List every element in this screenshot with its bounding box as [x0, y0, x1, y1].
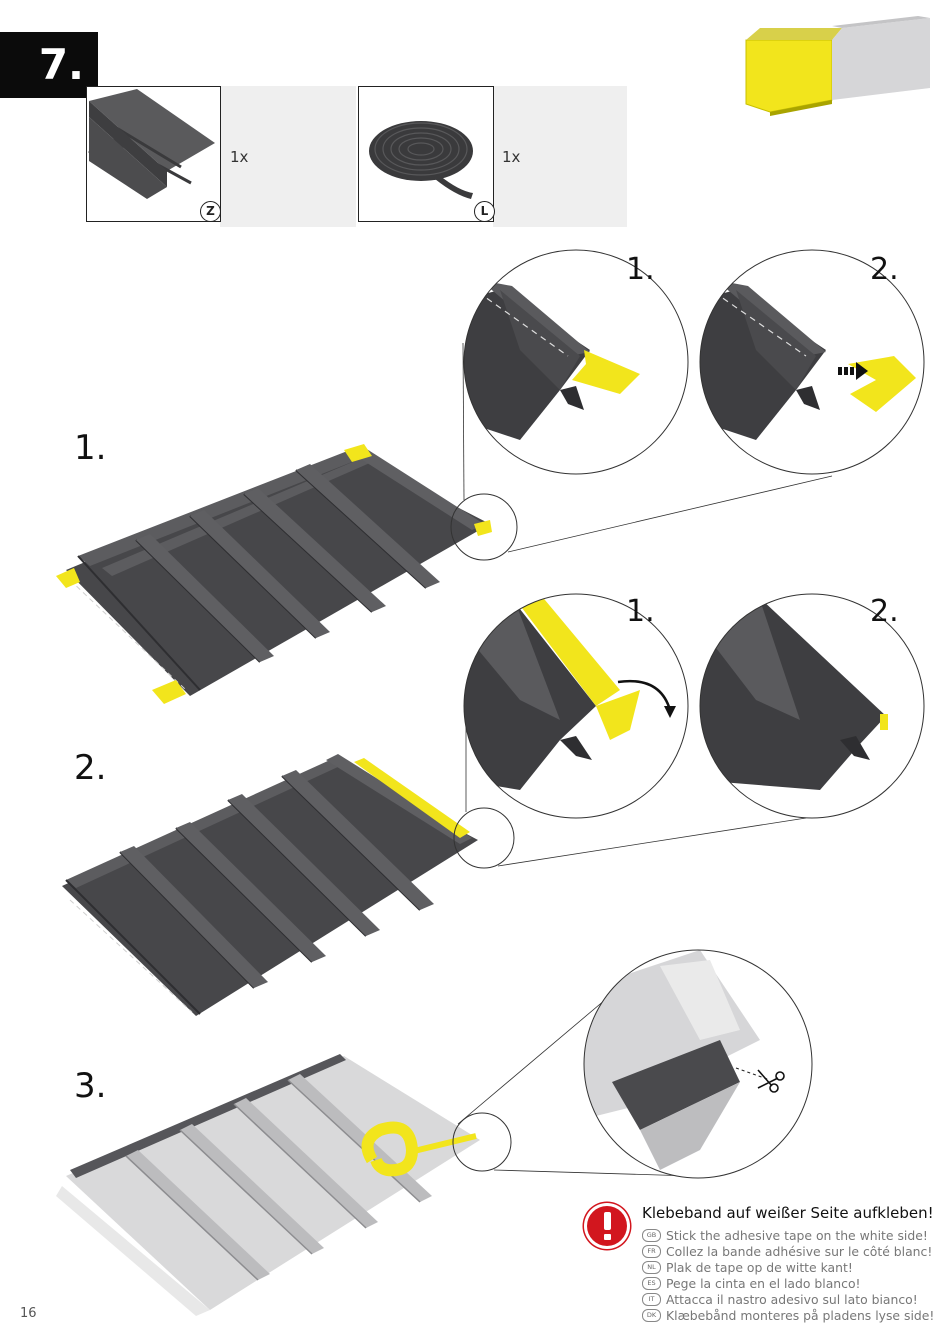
lang-code-it: IT — [642, 1293, 661, 1306]
lang-code-gb: GB — [642, 1229, 661, 1242]
scissors-icon — [757, 1069, 785, 1093]
lang-code-nl: NL — [642, 1261, 661, 1274]
zoom-1-label-1: 1. — [626, 252, 655, 287]
sheet-step-1 — [56, 342, 833, 704]
notice-text-dk: Klæbebånd monteres på pladens lyse side! — [666, 1308, 935, 1323]
sub-step-1-label: 1. — [74, 428, 107, 468]
part-l-box — [358, 86, 494, 222]
zoom-detail-2-1 — [464, 594, 688, 818]
zoom-detail-2-2 — [700, 594, 924, 818]
part-letter-z: Z — [200, 201, 221, 222]
notice-line-it: IT Attacca il nastro adesivo sul lato bi… — [642, 1292, 918, 1307]
part-z-box — [86, 86, 221, 222]
notice-line-es: ES Pege la cinta en el lado blanco! — [642, 1276, 861, 1291]
part-z-background — [220, 86, 356, 227]
step-number-badge: 7. — [0, 32, 98, 98]
sub-step-2-label: 2. — [74, 748, 107, 788]
sheet-step-3 — [56, 993, 693, 1316]
zoom-detail-1-2 — [700, 250, 924, 474]
zoom-2-label-2: 2. — [870, 594, 899, 629]
notice-line-gb: GB Stick the adhesive tape on the white … — [642, 1228, 928, 1243]
part-letter-l: L — [474, 201, 495, 222]
tape-roll-icon — [369, 121, 473, 199]
notice-text-nl: Plak de tape op de witte kant! — [666, 1260, 853, 1275]
notice-title: Klebeband auf weißer Seite aufkleben! — [642, 1204, 934, 1222]
lang-code-es: ES — [642, 1277, 661, 1290]
sheet-step-2 — [62, 686, 807, 1016]
notice-text-gb: Stick the adhesive tape on the white sid… — [666, 1228, 928, 1243]
zoom-detail-1-1 — [464, 250, 688, 474]
warning-icon — [584, 1203, 630, 1249]
notice-line-fr: FR Collez la bande adhésive sur le côté … — [642, 1244, 932, 1259]
part-l-quantity: 1x — [502, 148, 521, 166]
sub-step-3-label: 3. — [74, 1066, 107, 1106]
corrugated-sheet-icon — [88, 89, 215, 199]
page-number: 16 — [20, 1306, 37, 1321]
zoom-1-label-2: 2. — [870, 252, 899, 287]
part-l-background — [493, 86, 627, 227]
notice-text-es: Pege la cinta en el lado blanco! — [666, 1276, 861, 1291]
notice-text-it: Attacca il nastro adesivo sul lato bianc… — [666, 1292, 918, 1307]
lang-code-dk: DK — [642, 1309, 661, 1322]
notice-line-nl: NL Plak de tape op de witte kant! — [642, 1260, 853, 1275]
notice-text-fr: Collez la bande adhésive sur le côté bla… — [666, 1244, 933, 1259]
notice-line-dk: DK Klæbebånd monteres på pladens lyse si… — [642, 1308, 934, 1323]
lang-code-fr: FR — [642, 1245, 661, 1258]
zoom-detail-3 — [584, 950, 812, 1178]
zoom-2-label-1: 1. — [626, 594, 655, 629]
part-z-quantity: 1x — [230, 148, 249, 166]
